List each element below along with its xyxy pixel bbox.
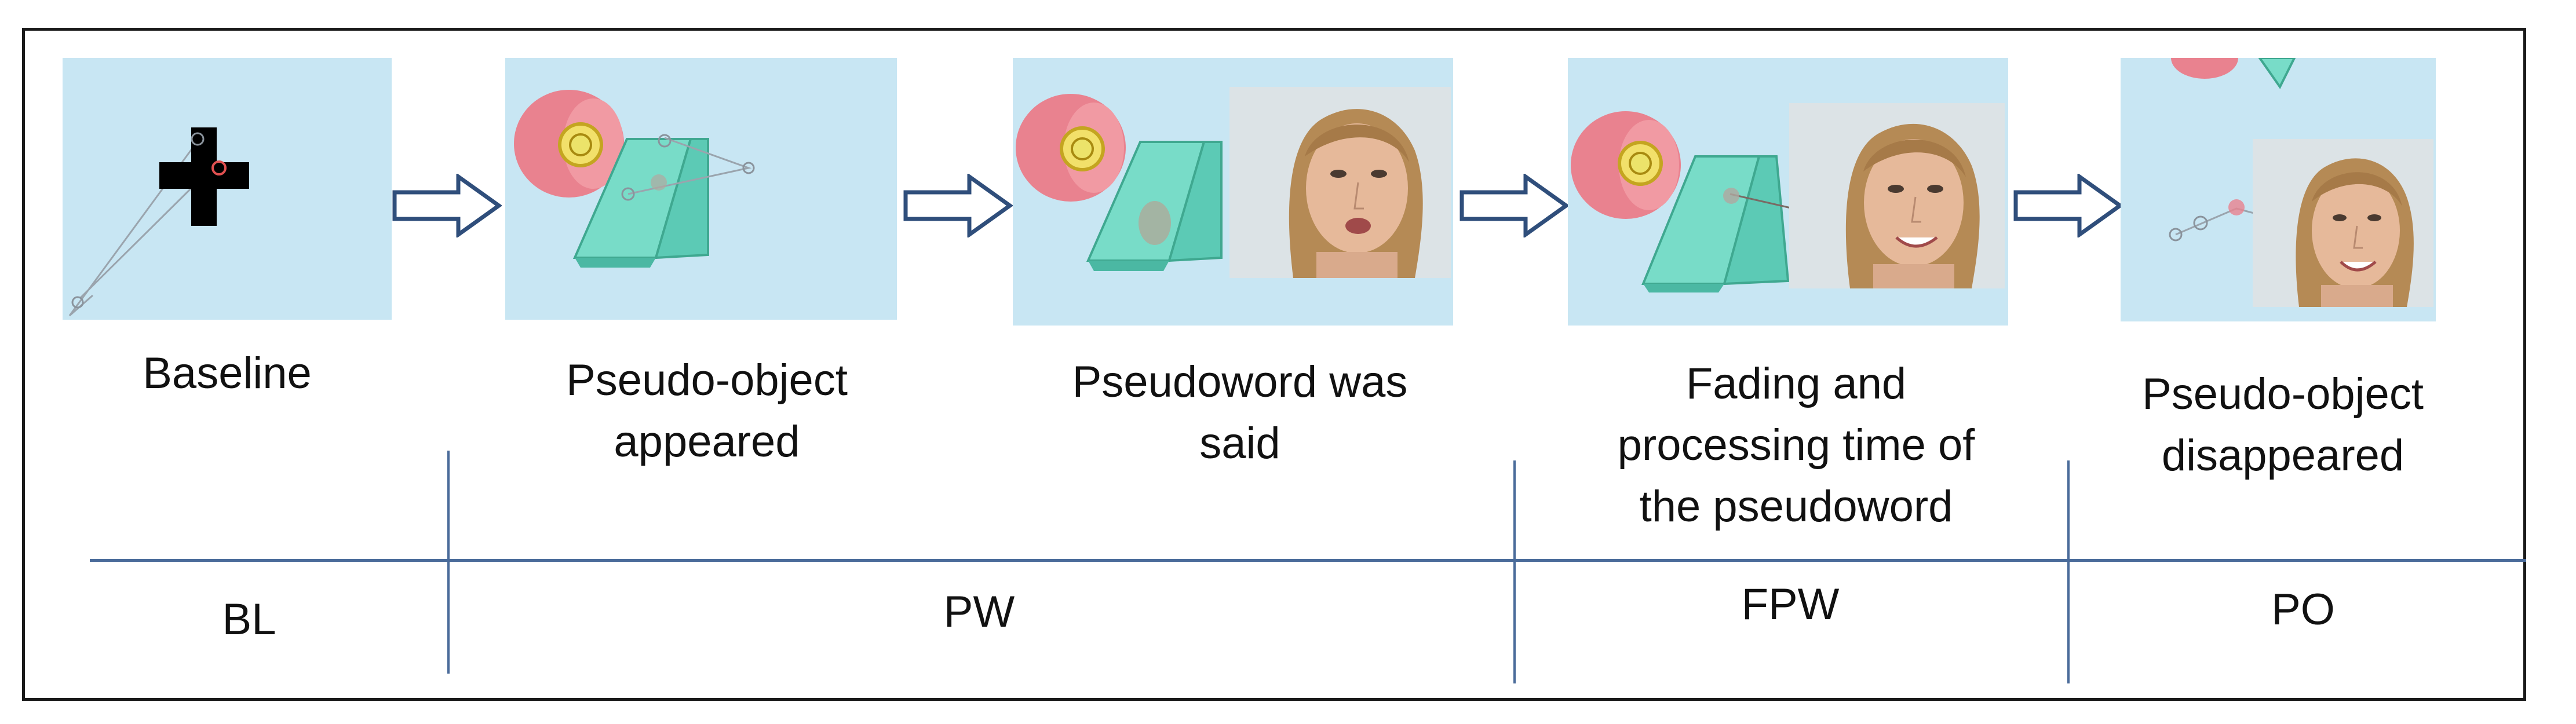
phase-label-bl: BL <box>222 595 276 644</box>
speaker-face-icon <box>1229 87 1451 278</box>
stage-label-fading-processing: Fading and processing time of the pseudo… <box>1617 359 1975 531</box>
phase-divider-fpw-po <box>2067 460 2070 683</box>
stage-label-baseline: Baseline <box>143 349 312 398</box>
stage-label-pseudo-object-appeared: Pseudo-object appeared <box>566 356 848 466</box>
stage-label-pseudo-object-disappeared: Pseudo-object disappeared <box>2142 370 2424 480</box>
pseudo-object-panel <box>505 58 897 320</box>
phase-label-pw: PW <box>943 587 1015 637</box>
phase-divider-bl-pw <box>447 451 450 674</box>
phase-label-fpw: FPW <box>1741 580 1840 629</box>
pseudo-object-icon <box>514 90 755 268</box>
pseudo-object-icon <box>1571 111 1870 292</box>
speaker-face-icon <box>1789 103 2005 288</box>
pseudo-object-icon <box>1016 94 1223 271</box>
baseline-panel <box>63 58 392 320</box>
stage-label-pseudoword-said: Pseudoword was said <box>1072 357 1408 468</box>
stage-arrow-4-icon <box>2013 174 2123 237</box>
pseudo-object-remnant-icon <box>2169 58 2324 242</box>
stage-arrow-3-icon <box>1459 174 1569 237</box>
pseudoword-said-panel <box>1013 58 1453 326</box>
pseudo-object-disappeared-panel <box>2121 58 2436 321</box>
phase-label-po: PO <box>2271 585 2335 634</box>
fixation-cross-icon <box>68 127 249 317</box>
stage-arrow-2-icon <box>903 174 1013 237</box>
timeline-axis <box>90 559 2526 562</box>
fading-processing-panel <box>1568 58 2008 326</box>
speaker-face-icon <box>2253 139 2433 307</box>
phase-divider-pw-fpw <box>1513 460 1516 683</box>
stage-arrow-1-icon <box>392 174 502 237</box>
